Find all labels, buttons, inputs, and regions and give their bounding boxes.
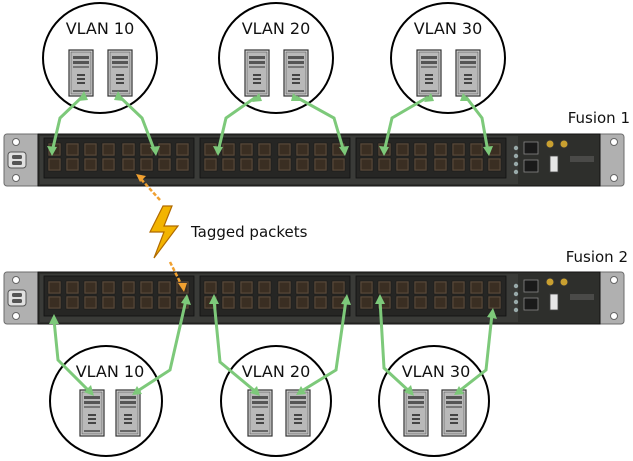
server-icon: [244, 49, 270, 97]
vlan-label: VLAN 20: [242, 19, 311, 38]
tagged-arrow-lower: [168, 261, 184, 287]
arrowhead: [250, 386, 260, 396]
tagged-arrow-upper: [139, 177, 161, 201]
arrowhead: [47, 146, 57, 156]
vlan-label: VLAN 30: [414, 19, 483, 38]
link-v30-right: [464, 96, 490, 153]
vlan-group-bottom-10: VLAN 10: [49, 345, 163, 457]
arrowhead: [181, 294, 191, 305]
server-icon: [441, 389, 467, 437]
arrowhead: [454, 386, 464, 395]
link-b20-right: [299, 299, 348, 394]
server-icon: [247, 389, 273, 437]
top-links: [50, 95, 490, 153]
vlan-group-bottom-20: VLAN 20: [220, 345, 332, 457]
link-b30-right: [457, 313, 494, 394]
link-v10-right: [118, 95, 157, 153]
link-v30-left: [382, 95, 429, 153]
switch-label-fusion-1: Fusion 1: [568, 109, 630, 127]
vlan-label: VLAN 30: [402, 362, 471, 381]
link-b30-left: [378, 299, 412, 394]
arrowhead: [296, 386, 306, 395]
arrowhead: [252, 93, 262, 102]
arrowhead: [341, 294, 351, 305]
tagged-packets-label: Tagged packets: [190, 223, 308, 241]
arrowhead: [78, 91, 88, 101]
link-b10-right: [135, 299, 188, 394]
server-icon: [115, 389, 141, 437]
server-icon: [79, 389, 105, 437]
link-v20-left: [216, 95, 257, 153]
vlan-group-top-20: VLAN 20: [218, 2, 334, 114]
arrowhead: [132, 386, 142, 395]
arrowhead: [136, 174, 146, 182]
switch-fusion-1: [4, 134, 624, 186]
arrowhead: [487, 308, 497, 319]
arrowhead: [178, 283, 187, 292]
vlan-group-top-10: VLAN 10: [42, 2, 158, 114]
arrowhead: [114, 91, 124, 101]
server-icon: [283, 49, 309, 97]
vlan-group-top-30: VLAN 30: [390, 2, 506, 114]
switch-label-fusion-2: Fusion 2: [566, 248, 628, 266]
arrowhead: [213, 146, 223, 156]
link-b10-left: [52, 319, 92, 394]
server-icon: [416, 49, 442, 97]
arrowhead: [339, 146, 349, 156]
lightning-icon: [149, 205, 180, 259]
link-b20-left: [212, 299, 257, 394]
bottom-links: [52, 299, 494, 394]
arrowhead: [379, 146, 389, 156]
vlan-label: VLAN 10: [66, 19, 135, 38]
arrowhead: [375, 294, 385, 304]
tagged-link: Tagged packets: [136, 174, 308, 292]
arrowhead: [150, 146, 160, 156]
server-icon: [403, 389, 429, 437]
arrowhead: [460, 93, 470, 101]
arrowhead: [84, 385, 94, 396]
arrowhead: [404, 385, 414, 396]
vlan-label: VLAN 10: [76, 362, 145, 381]
server-icon: [285, 389, 311, 437]
server-icon: [68, 49, 94, 97]
switch-fusion-2: [4, 272, 624, 324]
vlan-label: VLAN 20: [242, 362, 311, 381]
top-link-arrowheads: [47, 91, 493, 156]
server-icon: [107, 49, 133, 97]
arrowhead: [291, 93, 301, 101]
arrowhead: [483, 146, 493, 156]
arrowhead: [49, 314, 59, 324]
server-icon: [455, 49, 481, 97]
link-v20-right: [295, 95, 346, 153]
arrowhead: [424, 93, 434, 102]
vlan-group-bottom-30: VLAN 30: [378, 345, 490, 457]
arrowhead: [209, 294, 219, 304]
link-v10-left: [50, 95, 84, 153]
bottom-link-arrowheads: [49, 294, 497, 396]
